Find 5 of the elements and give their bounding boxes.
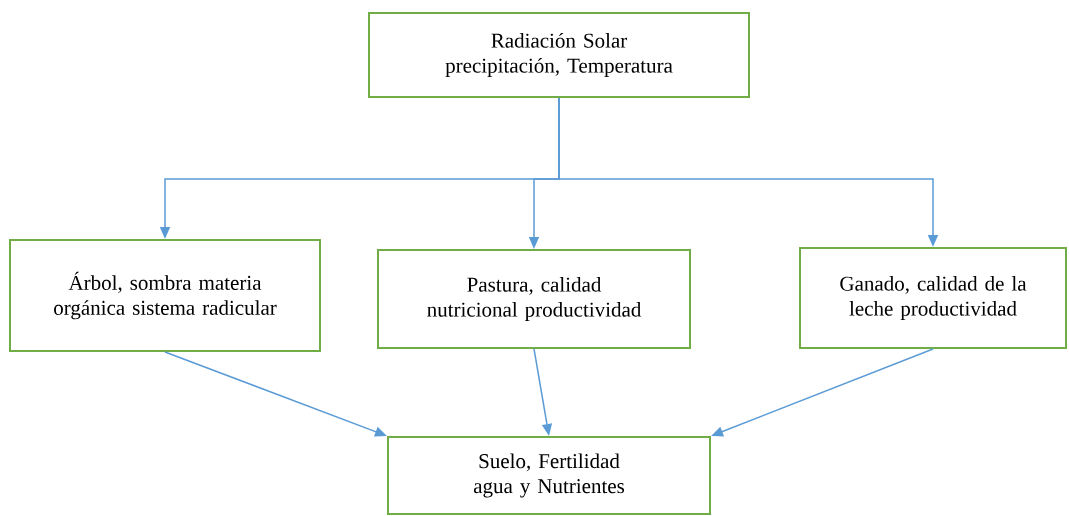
text-box: Ganado, calidad de la leche productividad [799,247,1067,349]
text-box: Árbol, sombra materia orgánica sistema radicular [9,239,321,352]
text-box: Radiación Solar precipitación, Temperatura [368,12,750,98]
text-box: Suelo, Fertilidad agua y Nutrientes [387,436,711,515]
text-box: Pastura, calidad nutricional productividad [377,249,691,349]
